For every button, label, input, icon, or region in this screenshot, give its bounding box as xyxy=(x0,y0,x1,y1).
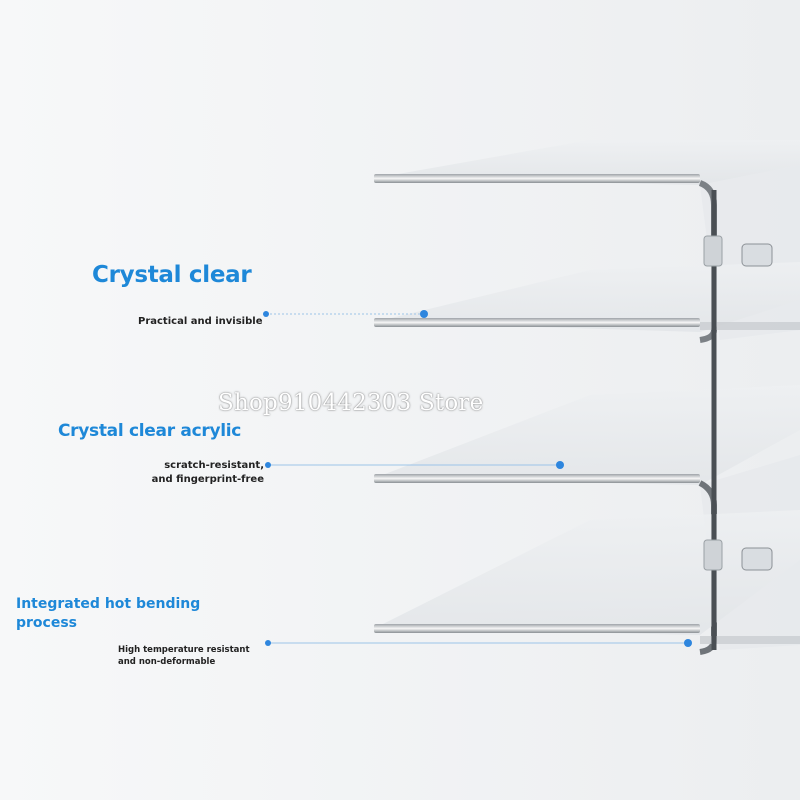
feature-2-title: Crystal clear acrylic xyxy=(58,421,242,441)
shelf-tier-2 xyxy=(374,262,800,332)
callout-3 xyxy=(265,639,692,647)
feature-3-subtitle: High temperature resistant and non-defor… xyxy=(118,645,250,667)
feature-3-title: Integrated hot bending process xyxy=(16,596,201,631)
feature-1-title: Crystal clear xyxy=(92,262,252,288)
callout-2 xyxy=(265,461,564,469)
callout-1 xyxy=(263,310,428,318)
knob-lower xyxy=(703,539,773,571)
store-watermark: Shop910442303 Store xyxy=(218,390,484,416)
feature-1-subtitle: Practical and invisible xyxy=(138,316,263,327)
knob-upper xyxy=(703,235,773,267)
shelf-tier-4 xyxy=(374,510,800,644)
feature-2-subtitle: scratch-resistant, and fingerprint-free xyxy=(151,460,264,485)
